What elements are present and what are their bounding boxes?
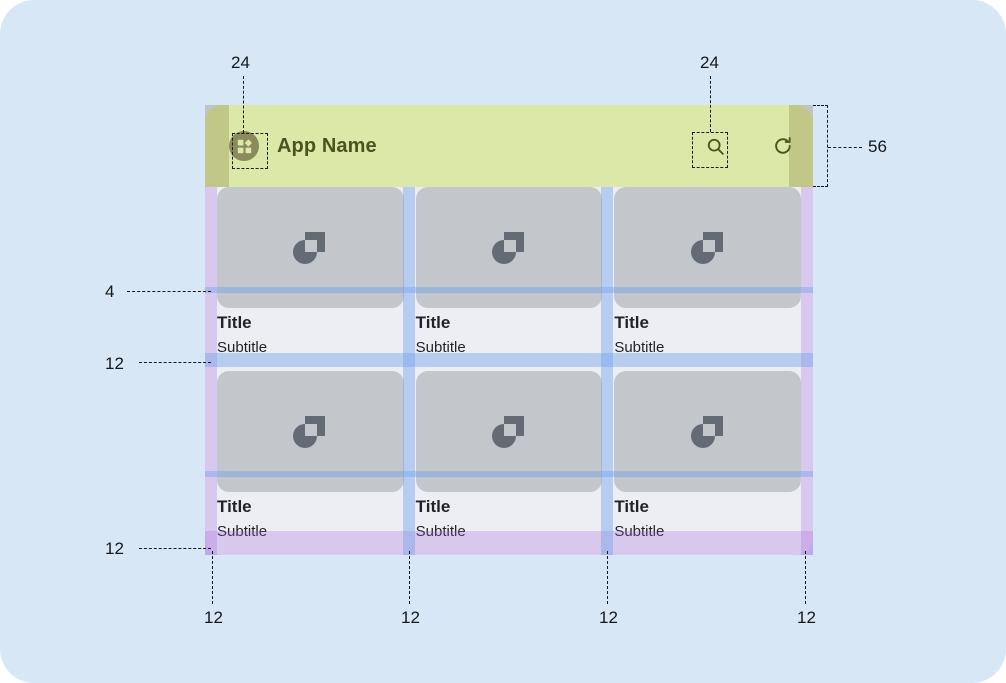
image-placeholder-icon: [614, 187, 801, 309]
annotation-appbar-height: 56: [868, 137, 887, 156]
card-text: Title Subtitle: [614, 308, 801, 359]
annotation-leader-media-title-gap: [127, 291, 211, 292]
card-title: Title: [217, 313, 252, 333]
card-title: Title: [415, 497, 451, 517]
card-grid: Title Subtitle Title Subtitle: [205, 187, 813, 555]
card-title: Title: [614, 313, 649, 333]
annotation-gutter-2: 12: [401, 608, 420, 627]
annotation-leader-gutter-3: [607, 551, 608, 604]
image-placeholder-icon: [415, 187, 603, 309]
annotation-bottom-padding: 12: [105, 539, 124, 558]
annotation-row-gap: 12: [105, 354, 124, 373]
app-grid-icon[interactable]: [229, 131, 259, 161]
card-text: Title Subtitle: [614, 492, 801, 543]
search-icon[interactable]: [703, 134, 727, 158]
card-text: Title Subtitle: [415, 492, 603, 543]
image-placeholder-icon: [217, 187, 404, 309]
card-subtitle: Subtitle: [415, 339, 466, 357]
card-subtitle: Subtitle: [614, 523, 665, 541]
app-bar-title: App Name: [277, 134, 377, 157]
card[interactable]: Title Subtitle: [415, 371, 603, 543]
annotation-gutter-1: 12: [204, 608, 223, 627]
annotation-action-icon-size: 24: [700, 53, 719, 72]
app-frame: App Name: [205, 105, 813, 555]
card[interactable]: Title Subtitle: [614, 187, 801, 359]
annotation-leader-row-gap: [139, 362, 211, 363]
card-text: Title Subtitle: [217, 308, 404, 359]
annotation-media-title-gap: 4: [105, 282, 115, 301]
annotation-leader-search-icon: [710, 76, 711, 132]
card-subtitle: Subtitle: [217, 523, 268, 541]
card-subtitle: Subtitle: [217, 339, 268, 357]
annotation-leader-gutter-4: [805, 551, 806, 604]
annotation-leader-gutter-1: [212, 551, 213, 604]
annotation-leader-appbar-height: [828, 147, 862, 148]
app-bar: App Name: [205, 105, 813, 187]
card-subtitle: Subtitle: [614, 339, 665, 357]
card-text: Title Subtitle: [415, 308, 603, 359]
image-placeholder-icon: [415, 371, 603, 493]
annotation-leader-gutter-2: [409, 551, 410, 604]
annotation-leader-leading-icon: [243, 76, 244, 133]
card[interactable]: Title Subtitle: [217, 371, 404, 543]
card-title: Title: [217, 497, 252, 517]
refresh-icon[interactable]: [771, 134, 795, 158]
card[interactable]: Title Subtitle: [415, 187, 603, 359]
annotation-gutter-3: 12: [599, 608, 618, 627]
annotation-leader-bottom-padding: [139, 548, 211, 549]
card-title: Title: [614, 497, 649, 517]
card[interactable]: Title Subtitle: [217, 187, 404, 359]
annotation-appbar-height-bracket: [813, 105, 828, 187]
card-subtitle: Subtitle: [415, 523, 466, 541]
annotation-leading-icon-size: 24: [231, 53, 250, 72]
card-title: Title: [415, 313, 451, 333]
image-placeholder-icon: [217, 371, 404, 493]
card[interactable]: Title Subtitle: [614, 371, 801, 543]
annotation-gutter-4: 12: [797, 608, 816, 627]
image-placeholder-icon: [614, 371, 801, 493]
card-text: Title Subtitle: [217, 492, 404, 543]
